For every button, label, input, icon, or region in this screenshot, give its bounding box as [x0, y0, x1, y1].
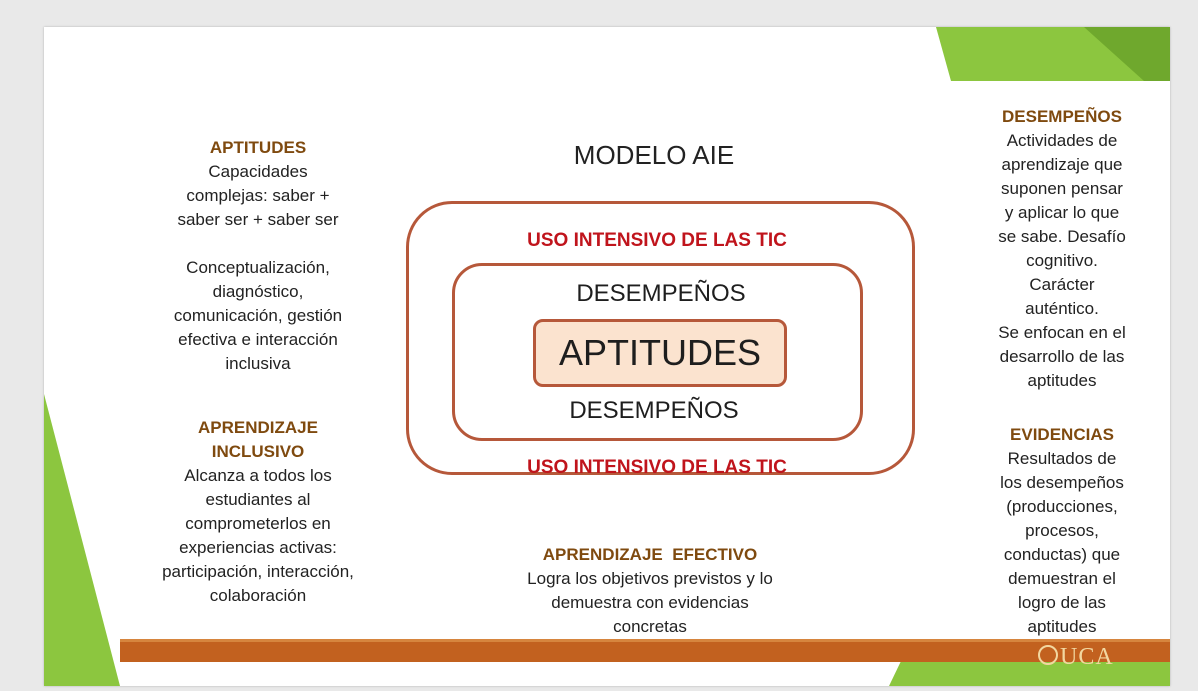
evidencias-heading: EVIDENCIAS — [1010, 425, 1114, 444]
tic-label-bottom: USO INTENSIVO DE LAS TIC — [527, 457, 787, 478]
aprendizaje-efectivo-section: APRENDIZAJE EFECTIVO Logra los objetivos… — [494, 543, 806, 639]
uca-logo: UCA — [1038, 644, 1114, 671]
aprendizaje-efectivo-text: Logra los objetivos previstos y lo demue… — [527, 569, 773, 636]
aprendizaje-inclusivo-heading: APRENDIZAJE INCLUSIVO — [198, 418, 318, 461]
tic-label-top: USO INTENSIVO DE LAS TIC — [527, 230, 787, 251]
aptitudes-core-box: APTITUDES — [533, 319, 787, 387]
bottom-left-green-triangle — [44, 394, 120, 686]
desempenos-label-bottom: DESEMPEÑOS — [569, 397, 739, 424]
university-seal-icon — [1038, 645, 1058, 665]
tic-outer-frame — [406, 201, 915, 475]
aprendizaje-inclusivo-section: APRENDIZAJE INCLUSIVO Alcanza a todos lo… — [130, 416, 386, 608]
aprendizaje-inclusivo-text: Alcanza a todos los estudiantes al compr… — [162, 466, 354, 605]
aptitudes-examples: Conceptualización, diagnóstico, comunica… — [173, 258, 343, 373]
footer-band — [120, 639, 1170, 662]
aprendizaje-efectivo-heading: APRENDIZAJE EFECTIVO — [542, 545, 758, 564]
desempenos-section: DESEMPEÑOS Actividades de aprendizaje qu… — [966, 105, 1158, 393]
desempenos-label-top: DESEMPEÑOS — [576, 280, 746, 307]
desempenos-text: Actividades de aprendizaje que suponen p… — [998, 131, 1126, 390]
evidencias-text: Resultados de los desempeños (produccion… — [1000, 449, 1124, 636]
aptitudes-section: APTITUDES Capacidades complejas: saber +… — [148, 136, 368, 376]
model-title: MODELO AIE — [573, 140, 735, 170]
desempenos-heading: DESEMPEÑOS — [1002, 107, 1122, 126]
aptitudes-text: Capacidades complejas: saber + saber ser… — [177, 162, 339, 229]
green-decoration — [44, 27, 1170, 686]
aptitudes-heading: APTITUDES — [209, 138, 307, 157]
slide: APTITUDES Capacidades complejas: saber +… — [44, 27, 1170, 686]
evidencias-section: EVIDENCIAS Resultados de los desempeños … — [974, 423, 1150, 639]
top-right-green-accent — [1084, 27, 1170, 81]
bottom-right-green-bar — [889, 659, 1170, 686]
uca-logo-text: UCA — [1060, 644, 1114, 670]
desempenos-frame — [452, 263, 863, 441]
